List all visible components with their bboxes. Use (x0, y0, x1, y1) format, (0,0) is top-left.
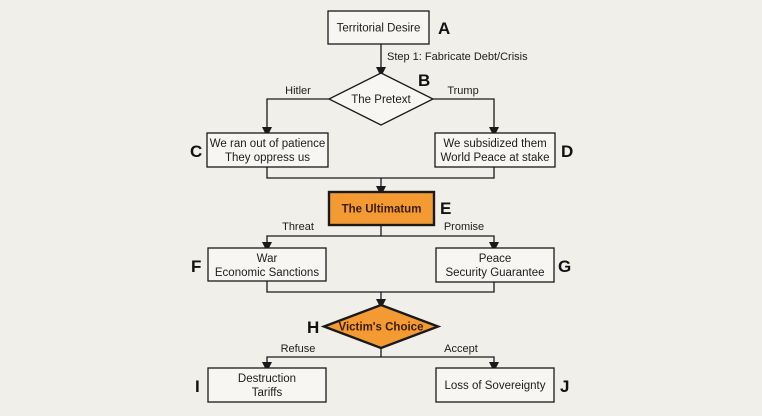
node-c-box (206, 132, 329, 168)
node-j-box (435, 367, 555, 403)
node-e-label: The Ultimatum (342, 204, 422, 216)
node-d-line-2: World Peace at stake (440, 152, 549, 164)
node-j-label: Loss of Sovereignty (444, 380, 545, 392)
edge-c-join (266, 167, 495, 179)
node-d-letter: D (561, 142, 573, 161)
node-d-box (434, 132, 556, 168)
node-h: Victim's Choice H (307, 303, 442, 350)
edge-b-c (262, 98, 329, 137)
node-h-diamond (320, 303, 442, 350)
node-h-letter: H (307, 318, 319, 337)
edge-h-j (381, 356, 499, 372)
edge-h-i (262, 356, 381, 372)
node-i-line-1: Destruction (238, 373, 296, 385)
edge-label-h-j: Accept (444, 343, 478, 355)
node-e-letter: E (440, 199, 451, 218)
node-g-line-2: Security Guarantee (445, 267, 544, 279)
node-b-diamond (327, 72, 435, 126)
node-a-label: Territorial Desire (337, 23, 421, 35)
node-e-box (327, 190, 436, 227)
node-c: We ran out of patience They oppress us C (190, 132, 329, 168)
node-h-label: Victim's Choice (339, 322, 424, 334)
node-a-box (327, 10, 430, 45)
node-f: War Economic Sanctions F (191, 247, 327, 282)
node-j-letter: J (560, 377, 569, 396)
node-c-letter: C (190, 142, 202, 161)
node-b-label: The Pretext (351, 94, 411, 106)
node-b: The Pretext B (327, 71, 435, 126)
node-f-box (207, 247, 327, 282)
node-f-line-1: War (257, 253, 278, 265)
node-i: Destruction Tariffs I (195, 367, 327, 403)
node-f-letter: F (191, 257, 201, 276)
edge-e-f (262, 235, 381, 252)
node-g-letter: G (558, 257, 571, 276)
node-f-line-2: Economic Sanctions (215, 267, 319, 279)
node-d: We subsidized them World Peace at stake … (434, 132, 573, 168)
node-c-line-2: They oppress us (225, 152, 310, 164)
node-i-letter: I (195, 377, 200, 396)
node-g-line-1: Peace (479, 253, 512, 265)
node-g: Peace Security Guarantee G (435, 247, 571, 283)
node-a: Territorial Desire A (327, 10, 450, 45)
edge-e-g (381, 235, 499, 252)
node-e: The Ultimatum E (327, 190, 451, 227)
connectors (262, 44, 499, 372)
node-g-box (435, 247, 555, 283)
node-a-letter: A (438, 19, 450, 38)
edge-b-d (433, 98, 499, 137)
node-i-line-2: Tariffs (252, 387, 283, 399)
node-i-box (207, 367, 327, 403)
edge-label-b-c: Hitler (285, 85, 311, 97)
node-b-letter: B (418, 71, 430, 90)
node-d-line-1: We subsidized them (443, 138, 546, 150)
node-c-line-1: We ran out of patience (210, 138, 326, 150)
edge-label-a-b: Step 1: Fabricate Debt/Crisis (387, 51, 528, 63)
edge-label-b-d: Trump (447, 85, 478, 97)
edge-label-e-g: Promise (444, 221, 484, 233)
edge-label-e-f: Threat (282, 221, 314, 233)
node-j: Loss of Sovereignty J (435, 367, 569, 403)
edge-label-h-i: Refuse (281, 343, 316, 355)
